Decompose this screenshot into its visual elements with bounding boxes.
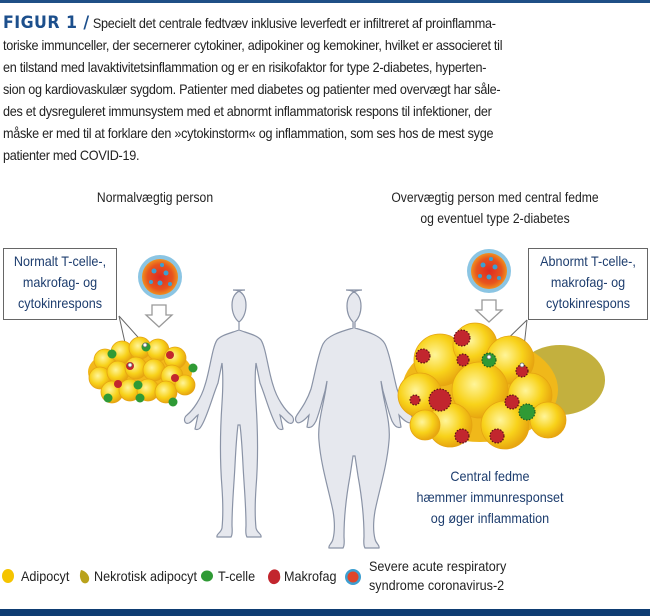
- callout-abnormal-response: Abnormt T-celle-, makrofag- og cytokinre…: [528, 248, 648, 320]
- callout-line: makrofag- og: [550, 274, 626, 290]
- adipocyte-icon: [2, 569, 14, 583]
- legend-label: Makrofag: [284, 568, 337, 584]
- normal-weight-person: [183, 289, 295, 538]
- sars-cov-2-icon: [345, 569, 361, 585]
- caption-line: måske er med til at forklare den »cytoki…: [3, 126, 494, 141]
- legend-label: T-celle: [218, 568, 256, 584]
- down-arrow-icon-right: [474, 299, 504, 323]
- note-line: Central fedme: [450, 468, 530, 484]
- callout-normal-response: Normalt T-celle-, makrofag- og cytokinre…: [3, 248, 117, 320]
- caption-line: des et dysreguleret immunsystem med et a…: [3, 104, 492, 119]
- callout-line: makrofag- og: [22, 274, 98, 290]
- left-heading: Normalvægtig person: [79, 187, 232, 208]
- caption-line: patienter med COVID-19.: [3, 148, 140, 163]
- macrophage-icon: [268, 569, 281, 585]
- bottom-rule: [0, 609, 650, 616]
- legend-label: Severe acute respiratory: [369, 558, 507, 574]
- legend: Adipocyt Nekrotisk adipocyt T-celle Makr…: [0, 558, 650, 599]
- right-heading: Overvægtig person med central fedme og e…: [369, 187, 621, 229]
- pointer-dot: [142, 342, 148, 348]
- caption-line: toriske immunceller, der secernerer cyto…: [3, 38, 503, 53]
- necrotic-adipocyte-icon: [79, 570, 90, 584]
- right-heading-line: Overvægtig person med central fedme: [391, 190, 599, 205]
- note-line: og øger inflammation: [430, 510, 550, 526]
- central-obesity-note: Central fedme hæmmer immunresponset og ø…: [400, 466, 580, 529]
- pointer-dot: [127, 362, 133, 368]
- down-arrow-icon-left: [144, 304, 174, 328]
- right-heading-line: og eventuel type 2-diabetes: [420, 211, 570, 226]
- legend-label: syndrome coronavirus-2: [369, 577, 505, 593]
- t-cell-icon: [201, 570, 213, 582]
- figure-label: FIGUR 1 /: [3, 13, 90, 33]
- adipose-tissue-obese: [397, 322, 605, 450]
- virus-icon-left: [138, 255, 182, 299]
- legend-label: Adipocyt: [21, 568, 70, 584]
- figure-caption: FIGUR 1 / Specielt det centrale fedtvæv …: [3, 12, 645, 167]
- callout-line: Normalt T-celle-,: [13, 253, 107, 269]
- callout-line: Abnormt T-celle-,: [540, 253, 636, 269]
- legend-item-adipocyt: Adipocyt: [21, 567, 75, 586]
- caption-line: sion og kardiovaskulær sygdom. Patienter…: [3, 82, 501, 97]
- callout-line: cytokinrespons: [17, 295, 103, 311]
- left-heading-text: Normalvægtig person: [96, 190, 214, 205]
- legend-item-makrofag: Makrofag: [284, 567, 342, 586]
- virus-icon-right: [467, 249, 511, 293]
- adipose-tissue-normal: [88, 336, 198, 407]
- note-line: hæmmer immunresponset: [416, 489, 564, 505]
- caption-line: en tilstand med lavaktivitetsinflammatio…: [3, 60, 487, 75]
- pointer-dot: [519, 362, 525, 368]
- legend-item-t-celle: T-celle: [218, 567, 259, 586]
- callout-line: cytokinrespons: [545, 295, 631, 311]
- caption-line: Specielt det centrale fedtvæv inklusive …: [92, 16, 496, 31]
- legend-item-nekrotisk: Nekrotisk adipocyt: [94, 567, 208, 586]
- legend-label: Nekrotisk adipocyt: [94, 568, 197, 584]
- top-rule: [0, 0, 650, 3]
- pointer-dot: [486, 354, 492, 360]
- obese-person: [295, 289, 413, 549]
- legend-item-sars-cov-2: Severe acute respiratory syndrome corona…: [369, 557, 522, 595]
